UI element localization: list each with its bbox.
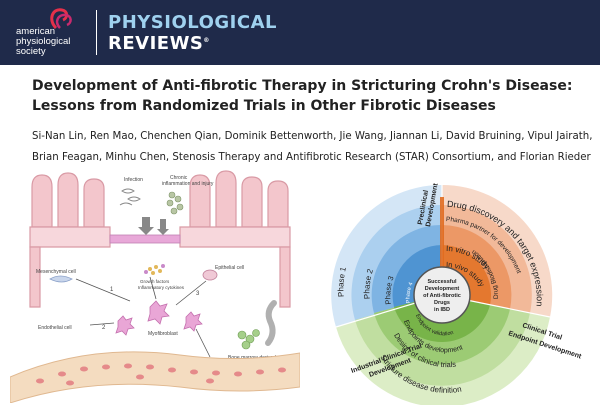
mesenchymal-cell-label: Mesenchymal cell [36,269,76,275]
infection-label: Infection [124,177,143,183]
ring-label-phase-1: Phase 1 [336,266,348,298]
myofibroblast-cells [115,300,203,336]
chronic-label: Chronic [170,175,188,181]
red-blood-cells [36,363,286,386]
center-label: Successful Development of Anti-fibrotic … [423,279,461,313]
immune-cluster-icon [166,191,184,215]
graphical-abstract: Infection Chronic inflammation and injur… [0,165,600,405]
intestinal-villi-right [179,170,291,308]
growth-factors-label: Growth factors [140,279,170,284]
center-hub [413,266,471,324]
bacteria-icon [119,188,141,206]
pathway-number-3: 3 [196,291,200,297]
pathway-number-1: 1 [110,287,114,293]
journal-header: american physiological society PHYSIOLOG… [0,0,600,65]
svg-text:Development: Development [425,286,460,292]
svg-text:Drugs: Drugs [434,300,450,306]
smoke-trail [265,300,277,346]
pathway-arrows [75,276,211,358]
pathway-number-2: 2 [102,325,106,331]
society-name: american physiological society [16,26,71,57]
drug-development-wheel: Successful Development of Anti-fibrotic … [331,182,583,405]
growth-factor-cluster [144,264,165,275]
article-title[interactable]: Development of Anti-fibrotic Therapy in … [32,78,573,114]
inflammation-label: inflammation and injury [162,181,214,187]
journal-name-line1: PHYSIOLOGICAL [108,12,277,33]
myofibroblast-label: Myofibroblast [148,331,178,337]
bone-marrow-cells [237,329,260,350]
endothelial-cell-label: Endothelial cell [38,325,72,331]
authors-line-1: Si-Nan Lin, Ren Mao, Chenchen Qian, Domi… [32,131,593,142]
cytokines-label: Inflammatory cytokines [138,285,185,290]
intestinal-villi-left [29,172,111,308]
clinical-trial-endpoint-sector [336,295,550,405]
orange-axis-arrow [440,197,444,267]
ring-label-phase-4: Phase 4 [406,282,415,304]
injury-arrows [138,217,169,235]
header-divider [96,10,97,55]
aps-logo-icon [50,8,72,30]
svg-text:Successful: Successful [427,279,457,285]
blood-vessel [10,351,300,403]
epithelial-barrier [109,234,181,244]
svg-text:of Anti-fibrotic: of Anti-fibrotic [423,293,461,299]
fibrosis-pathway-illustration: Infection Chronic inflammation and injur… [10,170,300,403]
epithelial-cell-label: Epithelial cell [215,265,244,271]
svg-text:in IBD: in IBD [434,307,450,313]
journal-name-line2: REVIEWS® [108,33,210,54]
